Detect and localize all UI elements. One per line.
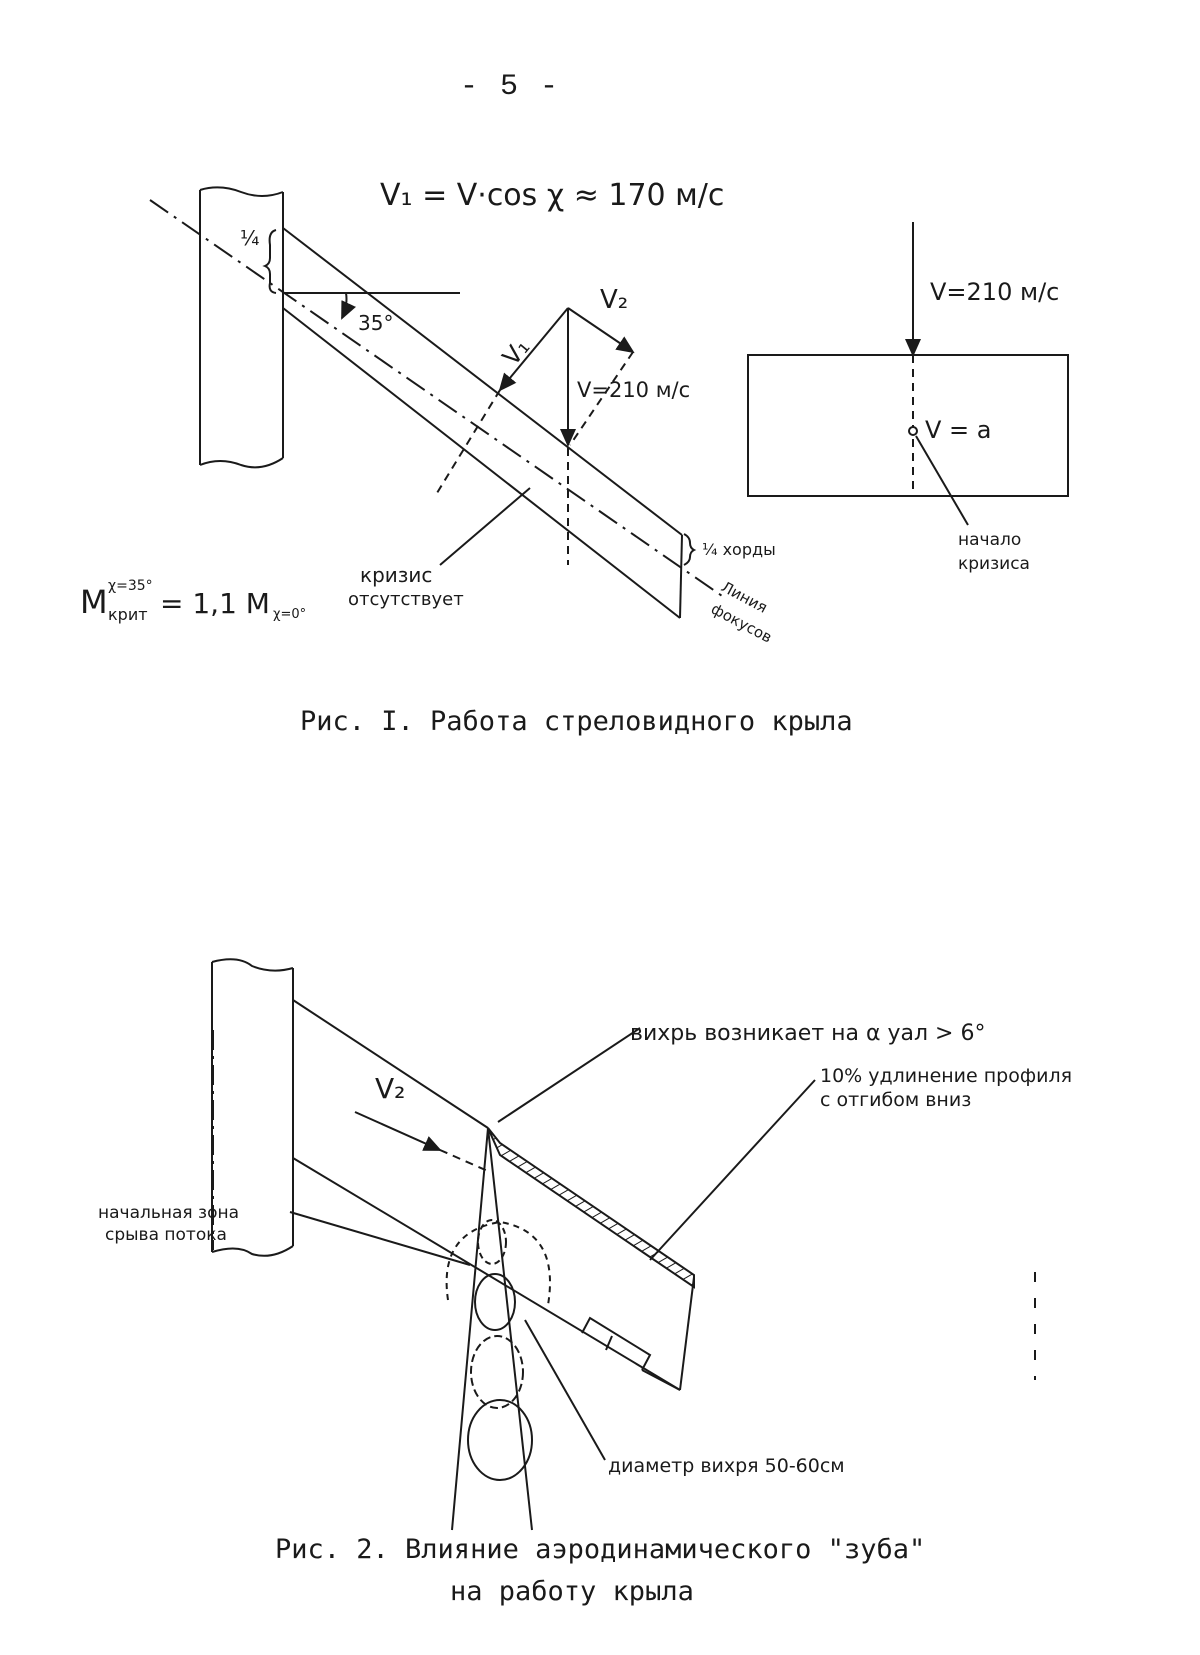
mach-symbol: M <box>80 583 108 621</box>
crisis-absent-label-2: отсутствует <box>348 589 464 610</box>
crisis-start-point <box>908 426 918 436</box>
wing-tip-edge <box>679 534 683 619</box>
initial-zone-label-1: начальная зона <box>98 1203 239 1223</box>
straight-wing-section <box>747 354 1069 497</box>
leading-edge-extension <box>487 1127 695 1289</box>
v2-arrow <box>354 1111 442 1151</box>
crisis-absent-pointer <box>439 487 531 566</box>
crisis-absent-label-1: кризис <box>360 563 432 587</box>
vortex-ring-2 <box>474 1273 516 1331</box>
v2-label-2: V₂ <box>375 1072 405 1105</box>
extension-label-pointer <box>649 1079 816 1261</box>
figure-2-caption-1: Рис. 2. Влияние аэродинамического "зуба" <box>275 1534 925 1565</box>
angle-arc <box>341 292 356 320</box>
right-v-label: V=210 м/с <box>930 278 1059 306</box>
quarter-label: ¹⁄₄ <box>240 226 259 250</box>
page-number: - 5 - <box>459 70 560 104</box>
v210-label: V=210 м/с <box>577 378 690 402</box>
extension-label-2: с отгибом вниз <box>820 1089 971 1111</box>
vortex-label-pointer <box>497 1027 641 1123</box>
wing2-trailing-edge <box>292 1157 681 1391</box>
crisis-start-pointer <box>915 435 969 526</box>
vortex-ring-4 <box>467 1399 533 1481</box>
vortex-ring-1 <box>477 1219 507 1265</box>
vortex-label: вихрь возникает на α уал > 6° <box>630 1021 985 1046</box>
zone-label-pointer <box>289 1211 471 1266</box>
crisis-start-label-2: кризиса <box>958 554 1030 574</box>
angle-label: 35° <box>358 311 393 335</box>
figure-1-swept-wing <box>149 186 1069 619</box>
wing2-tip-edge <box>679 1276 695 1391</box>
figure-2-wing-fence <box>211 958 1036 1531</box>
figure-2-labels: вихрь возникает на α уал > 6° V₂ 10% удл… <box>98 1021 1072 1607</box>
v1-vector <box>498 307 569 392</box>
wing-leading-edge <box>282 227 683 536</box>
right-va-label: V = a <box>925 416 992 444</box>
wing2-leading-edge <box>292 999 489 1129</box>
figure-2-caption-2: на работу крыла <box>450 1576 694 1607</box>
figure-1-caption: Рис. I. Работа стреловидного крыла <box>300 706 853 737</box>
quarter-brace <box>262 229 277 294</box>
diameter-label-pointer <box>524 1319 606 1461</box>
mach-subscript: крит <box>108 605 148 624</box>
mach-superscript: χ=35° <box>108 578 153 594</box>
crisis-start-label-1: начало <box>958 530 1021 550</box>
diameter-label: диаметр вихря 50-60см <box>608 1455 845 1477</box>
fuselage-strip <box>199 186 284 469</box>
v1-dashed-ext <box>436 389 501 494</box>
v2-dashed-line <box>439 1149 491 1173</box>
stall-zone <box>445 1220 551 1306</box>
vortex-ring-3 <box>470 1335 524 1409</box>
formula-cos: V₁ = V·cos χ ≈ 170 м/с <box>380 178 724 213</box>
v2-label: V₂ <box>600 285 628 315</box>
mach-subscript-2: χ=0° <box>273 607 306 622</box>
quarter-chord-label: ¹⁄₄ хорды <box>702 540 776 559</box>
v1-label: V₁ <box>497 333 535 371</box>
mach-equation: = 1,1 M <box>160 587 270 620</box>
aileron-panels <box>581 1316 681 1391</box>
extension-label-1: 10% удлинение профиля <box>820 1065 1072 1087</box>
initial-zone-label-2: срыва потока <box>105 1225 227 1245</box>
v2-vector <box>567 307 635 354</box>
tip-quarter-brace <box>683 533 697 566</box>
figure-1-labels: V₁ = V·cos χ ≈ 170 м/с ¹⁄₄ 35° V₂ V₁ V=2… <box>80 178 1059 737</box>
wing-trailing-edge <box>282 307 681 619</box>
v2-dashed-ext <box>569 351 634 446</box>
vortex-cone <box>451 1127 533 1531</box>
